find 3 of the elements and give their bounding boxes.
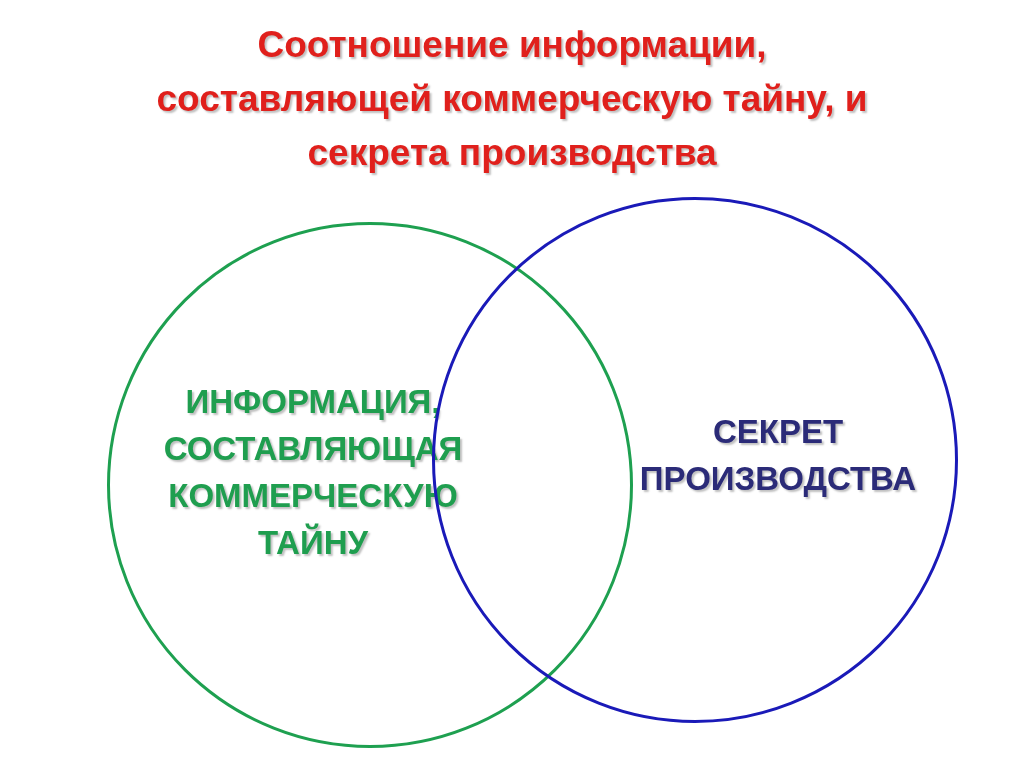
title: Соотношение информации, составляющей коммерческую тайну, и секрета производства bbox=[155, 23, 869, 175]
circle-label: СЕКРЕТ ПРОИЗВОДСТВА bbox=[638, 412, 918, 499]
venn-circle bbox=[107, 222, 633, 748]
